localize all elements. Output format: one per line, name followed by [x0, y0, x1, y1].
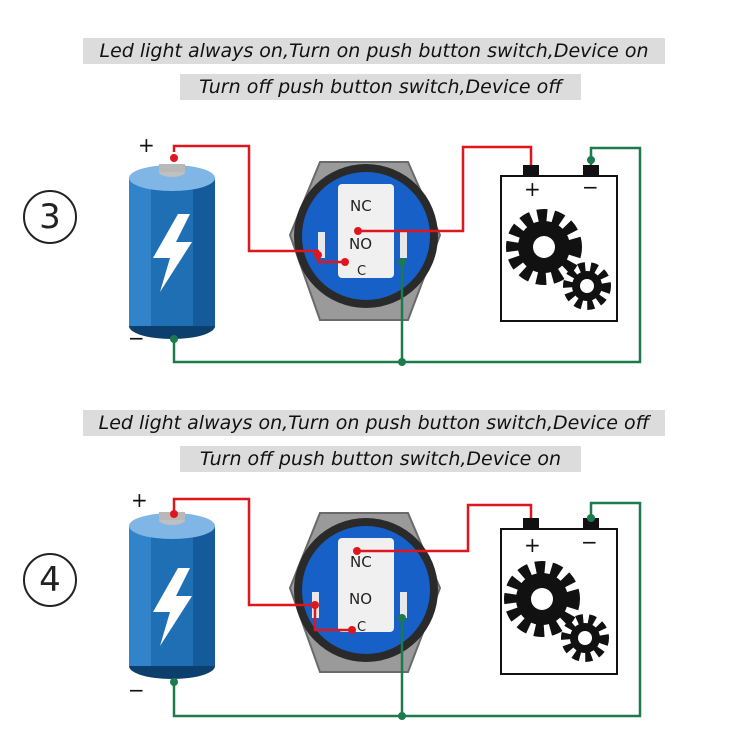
panel-3-device-minus: − — [582, 175, 599, 199]
panel-4-device-plus: + — [524, 533, 541, 557]
panel-3-battery-plus: + — [138, 133, 155, 157]
panel-3-caption-line-2: Turn off push button switch,Device off — [180, 74, 581, 100]
gear-icon — [563, 262, 611, 310]
panel-3-device — [500, 165, 618, 322]
panel-3-switch-nc-label: NC — [350, 197, 372, 215]
panel-4-switch-nc-label: NC — [350, 553, 372, 571]
gear-icon — [506, 209, 582, 285]
panel-4-battery-minus: − — [128, 678, 145, 702]
panel-4-number: 4 — [23, 553, 77, 607]
panel-4-caption-line-1: Led light always on,Turn on push button … — [83, 410, 665, 436]
panel-3-switch-c-label: C — [357, 264, 366, 279]
panel-3-positive-wire-no-to-device — [358, 145, 533, 233]
gear-icon — [504, 561, 580, 637]
panel-3-battery-minus: − — [128, 326, 145, 350]
panel-3-switch-no-label: NO — [349, 235, 372, 253]
panel-4-battery — [129, 512, 215, 679]
panel-4-positive-wire-nc-to-device — [357, 503, 533, 553]
panel-3-device-plus: + — [524, 177, 541, 201]
lightning-icon — [153, 568, 192, 646]
panel-3-push-button-switch — [288, 161, 442, 321]
panel-4-switch-c-label: C — [357, 620, 366, 635]
panel-3-negative-wire — [172, 146, 642, 364]
panel-4-device — [500, 518, 618, 675]
lightning-icon — [153, 214, 192, 292]
panel-3-positive-wire-battery-to-c — [172, 144, 345, 264]
panel-4-switch-no-label: NO — [349, 590, 372, 608]
panel-4-caption-line-2: Turn off push button switch,Device on — [180, 446, 581, 472]
gear-icon — [561, 614, 609, 662]
panel-3-number: 3 — [23, 190, 77, 244]
panel-3-caption-line-1: Led light always on,Turn on push button … — [83, 38, 665, 64]
panel-4-negative-wire — [172, 501, 642, 718]
panel-4-positive-wire-battery-to-c — [172, 497, 352, 632]
panel-4-device-minus: − — [581, 530, 598, 554]
panel-4-battery-plus: + — [131, 488, 148, 512]
panel-3-battery — [129, 164, 215, 339]
